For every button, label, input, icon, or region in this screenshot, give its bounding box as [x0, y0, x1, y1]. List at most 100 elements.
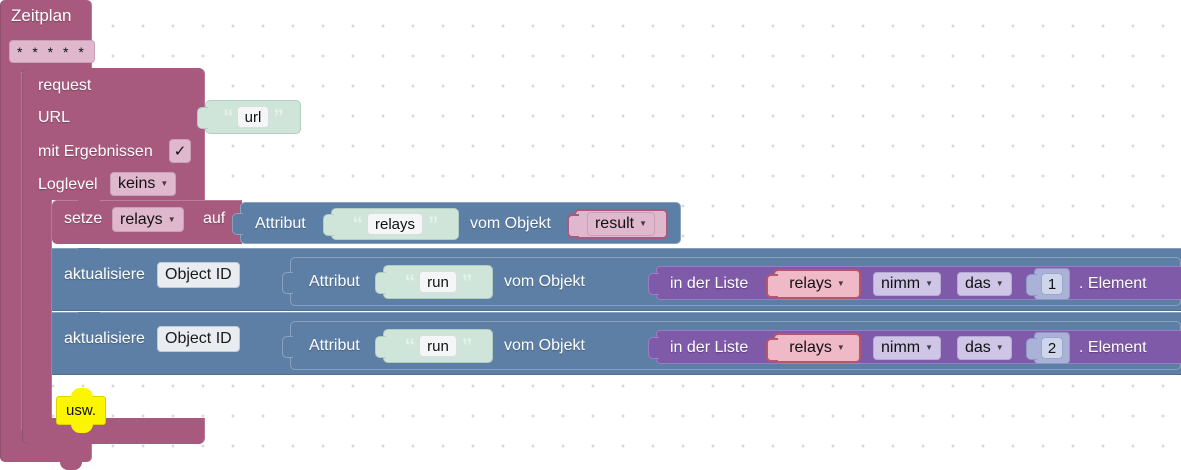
set-variable-value: relays — [120, 210, 163, 228]
chevron-down-icon: ▼ — [167, 214, 176, 224]
chevron-down-icon: ▼ — [995, 279, 1004, 288]
object-var-plug-icon-1 — [567, 214, 579, 238]
attribute-label-1: Attribut — [255, 215, 306, 232]
element-suffix-1: . Element — [1079, 275, 1147, 292]
list-var-plug-icon-1 — [766, 274, 778, 298]
set-connector: auf — [203, 210, 226, 227]
update-target-field-2[interactable]: Object ID — [157, 326, 240, 352]
chevron-down-icon: ▼ — [836, 343, 845, 352]
set-variable-statement[interactable]: setze relays ▼ auf — [52, 200, 242, 244]
from-object-label-1: vom Objekt — [470, 215, 551, 232]
from-object-label-3: vom Objekt — [504, 337, 585, 354]
open-quote-icon: “ — [352, 212, 362, 236]
url-plug-icon — [197, 107, 208, 129]
attribute-label-3: Attribut — [309, 337, 360, 354]
in-list-label-2: in der Liste — [670, 339, 749, 356]
schedule-spine — [0, 72, 22, 430]
list-variable-value-1: relays — [789, 275, 832, 292]
open-quote-icon: “ — [404, 270, 415, 294]
set-keyword: setze — [64, 210, 103, 227]
update-2-top-notch — [78, 312, 100, 320]
schedule-bottom-notch — [60, 462, 82, 470]
set-variable-dropdown[interactable]: relays ▼ — [112, 207, 184, 232]
comment-block[interactable]: usw. — [56, 388, 107, 433]
request-block[interactable]: request URL mit Ergebnissen ✓ Loglevel k… — [22, 68, 205, 444]
attr-name-plug-icon-3 — [375, 336, 386, 358]
chevron-down-icon: ▼ — [836, 279, 845, 288]
list-variable-block-2[interactable]: relays ▼ — [766, 333, 861, 363]
get-attribute-block-3[interactable]: Attribut “ run ” vom Objekt in der Liste… — [282, 321, 1181, 370]
update-keyword-1: aktualisiere — [64, 266, 145, 283]
attr-plug-icon-2 — [282, 271, 293, 294]
list-index-field-2[interactable]: 2 — [1040, 337, 1064, 359]
list-which-value-1: das — [965, 275, 991, 292]
in-list-label-1: in der Liste — [670, 275, 749, 292]
get-attribute-block-2[interactable]: Attribut “ run ” vom Objekt in der Liste… — [282, 257, 1181, 306]
chevron-down-icon: ▼ — [995, 343, 1004, 352]
schedule-title: Zeitplan — [11, 6, 72, 25]
attribute-name-string-3[interactable]: “ run ” — [375, 329, 493, 363]
list-plug-icon-2 — [648, 337, 659, 359]
update-keyword-2: aktualisiere — [64, 330, 145, 347]
attribute-name-field-1[interactable]: relays — [366, 213, 423, 235]
list-variable-dropdown-1[interactable]: relays ▼ — [782, 272, 852, 296]
update-target-value-1: Object ID — [165, 266, 232, 283]
update-target-field-1[interactable]: Object ID — [157, 262, 240, 288]
list-index-field-1[interactable]: 1 — [1040, 273, 1064, 295]
attr-name-plug-icon-1 — [323, 214, 334, 236]
list-variable-dropdown-2[interactable]: relays ▼ — [782, 336, 852, 360]
close-quote-icon: ” — [461, 270, 472, 294]
attribute-name-field-3[interactable]: run — [419, 335, 457, 357]
chevron-down-icon: ▼ — [925, 279, 934, 288]
close-quote-icon: ” — [428, 212, 438, 236]
list-index-block-1[interactable]: in der Liste relays ▼ nimm ▼ das ▼ 1 — [648, 266, 1181, 300]
url-value: url — [244, 108, 262, 126]
update-statement-2[interactable]: aktualisiere Object ID mit Attribut “ ru… — [52, 312, 1181, 375]
request-spine — [22, 200, 52, 418]
list-take-dropdown-1[interactable]: nimm ▼ — [873, 272, 942, 296]
close-quote-icon: ” — [461, 334, 472, 358]
url-text-field[interactable]: url — [236, 106, 270, 128]
schedule-top-notch — [60, 0, 82, 8]
list-variable-block-1[interactable]: relays ▼ — [766, 269, 861, 299]
open-quote-icon: “ — [404, 334, 415, 358]
chevron-down-icon: ▼ — [160, 179, 169, 188]
list-take-dropdown-2[interactable]: nimm ▼ — [873, 336, 942, 360]
loglevel-dropdown[interactable]: keins ▼ — [110, 172, 177, 196]
url-string-block[interactable]: “ url ” — [197, 100, 301, 134]
update-statement-1[interactable]: aktualisiere Object ID mit Attribut “ ru… — [52, 248, 1181, 311]
object-variable-block-1[interactable]: result ▼ — [567, 209, 668, 239]
attribute-name-string-2[interactable]: “ run ” — [375, 265, 493, 299]
chevron-down-icon: ▼ — [639, 219, 648, 228]
list-index-number-block-1[interactable]: 1 — [1026, 268, 1070, 300]
get-attribute-block-1[interactable]: Attribut “ relays ” vom Objekt result ▼ — [232, 202, 681, 244]
comment-text: usw. — [66, 402, 97, 419]
index-plug-icon-1 — [1026, 274, 1037, 296]
list-which-value-2: das — [965, 339, 991, 356]
list-which-dropdown-2[interactable]: das ▼ — [957, 336, 1012, 360]
list-which-dropdown-1[interactable]: das ▼ — [957, 272, 1012, 296]
chevron-down-icon: ▼ — [925, 343, 934, 352]
list-var-plug-icon-2 — [766, 338, 778, 362]
set-top-notch — [78, 200, 100, 208]
loglevel-label: Loglevel — [38, 176, 98, 193]
list-index-value-2: 2 — [1047, 339, 1057, 357]
with-results-label: mit Ergebnissen — [38, 143, 153, 160]
loglevel-value: keins — [118, 175, 156, 192]
attribute-name-field-2[interactable]: run — [419, 271, 457, 293]
list-index-number-block-2[interactable]: 2 — [1026, 332, 1070, 364]
attr-name-plug-icon-2 — [375, 272, 386, 294]
list-index-block-2[interactable]: in der Liste relays ▼ nimm ▼ das ▼ 2 — [648, 330, 1181, 364]
attribute-name-string-1[interactable]: “ relays ” — [323, 208, 459, 240]
cron-field[interactable]: * * * * * — [9, 40, 95, 63]
object-variable-dropdown-1[interactable]: result ▼ — [586, 212, 656, 236]
attribute-name-value-1: relays — [374, 215, 415, 233]
update-1-top-notch — [78, 248, 100, 256]
attr-plug-icon-1 — [232, 213, 243, 235]
with-results-checkbox[interactable]: ✓ — [169, 139, 191, 163]
object-variable-value-1: result — [594, 215, 635, 232]
checkmark-icon: ✓ — [173, 142, 187, 160]
attribute-label-2: Attribut — [309, 273, 360, 290]
attribute-name-value-3: run — [427, 337, 449, 355]
attribute-name-value-2: run — [427, 273, 449, 291]
